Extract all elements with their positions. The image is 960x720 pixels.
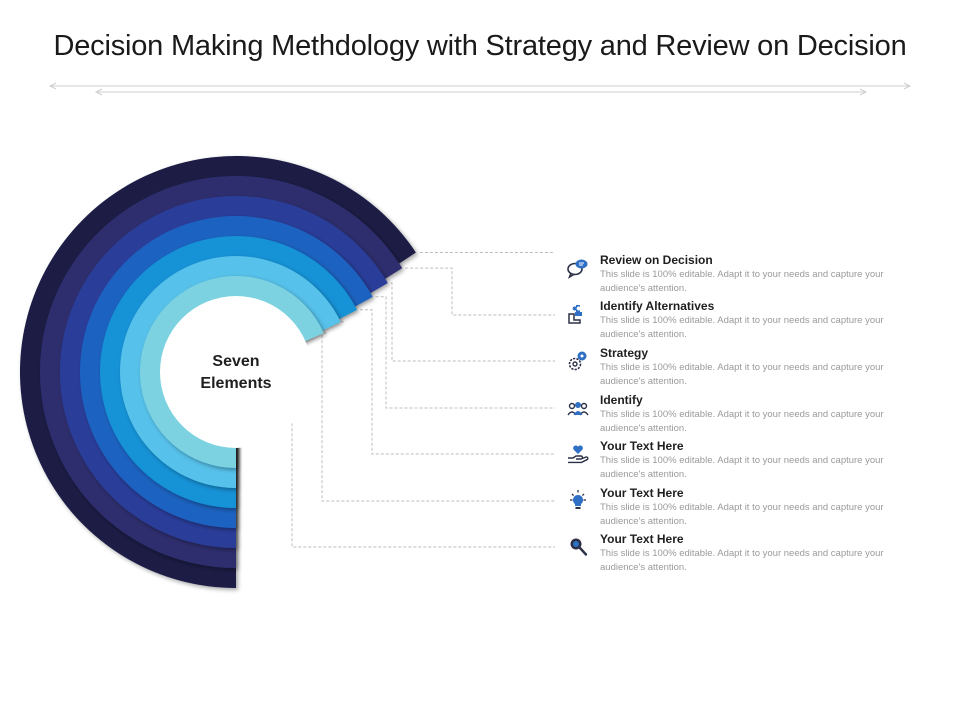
- center-label-line1: Seven: [212, 353, 259, 370]
- header-divider: [48, 82, 912, 96]
- item-heading: Strategy: [600, 346, 649, 360]
- puzzle-hand-icon: [568, 305, 582, 324]
- connector-7: [291, 332, 555, 548]
- concentric-rings: [19, 156, 416, 589]
- lightbulb-icon: [570, 490, 586, 509]
- heart-hand-icon: [568, 445, 589, 464]
- item-description: This slide is 100% editable. Adapt it to…: [600, 502, 884, 527]
- connector-2: [405, 267, 555, 316]
- center-hole: [160, 296, 312, 448]
- connector-5: [360, 309, 555, 455]
- item-description: This slide is 100% editable. Adapt it to…: [600, 269, 884, 294]
- page-title: Decision Making Methdology with Strategy…: [53, 30, 907, 62]
- item-description: This slide is 100% editable. Adapt it to…: [600, 362, 884, 387]
- item-heading: Identify: [600, 393, 643, 407]
- gears-icon: [568, 351, 587, 371]
- item-heading: Your Text Here: [600, 486, 684, 500]
- item-heading: Your Text Here: [600, 532, 684, 546]
- connector-6: [321, 321, 555, 502]
- connector-3: [390, 282, 555, 362]
- speech-bubbles-icon: [567, 259, 588, 279]
- center-label-line2: Elements: [200, 375, 271, 392]
- item-heading: Your Text Here: [600, 439, 684, 453]
- connector-4: [375, 296, 555, 409]
- item-description: This slide is 100% editable. Adapt it to…: [600, 315, 884, 340]
- item-description: This slide is 100% editable. Adapt it to…: [600, 409, 884, 434]
- people-icon: [567, 402, 589, 416]
- item-description: This slide is 100% editable. Adapt it to…: [600, 455, 884, 480]
- item-description: This slide is 100% editable. Adapt it to…: [600, 548, 884, 573]
- item-heading: Identify Alternatives: [600, 299, 715, 313]
- item-heading: Review on Decision: [600, 253, 713, 267]
- magnifier-icon: [570, 538, 588, 556]
- connector-lines: [291, 252, 555, 548]
